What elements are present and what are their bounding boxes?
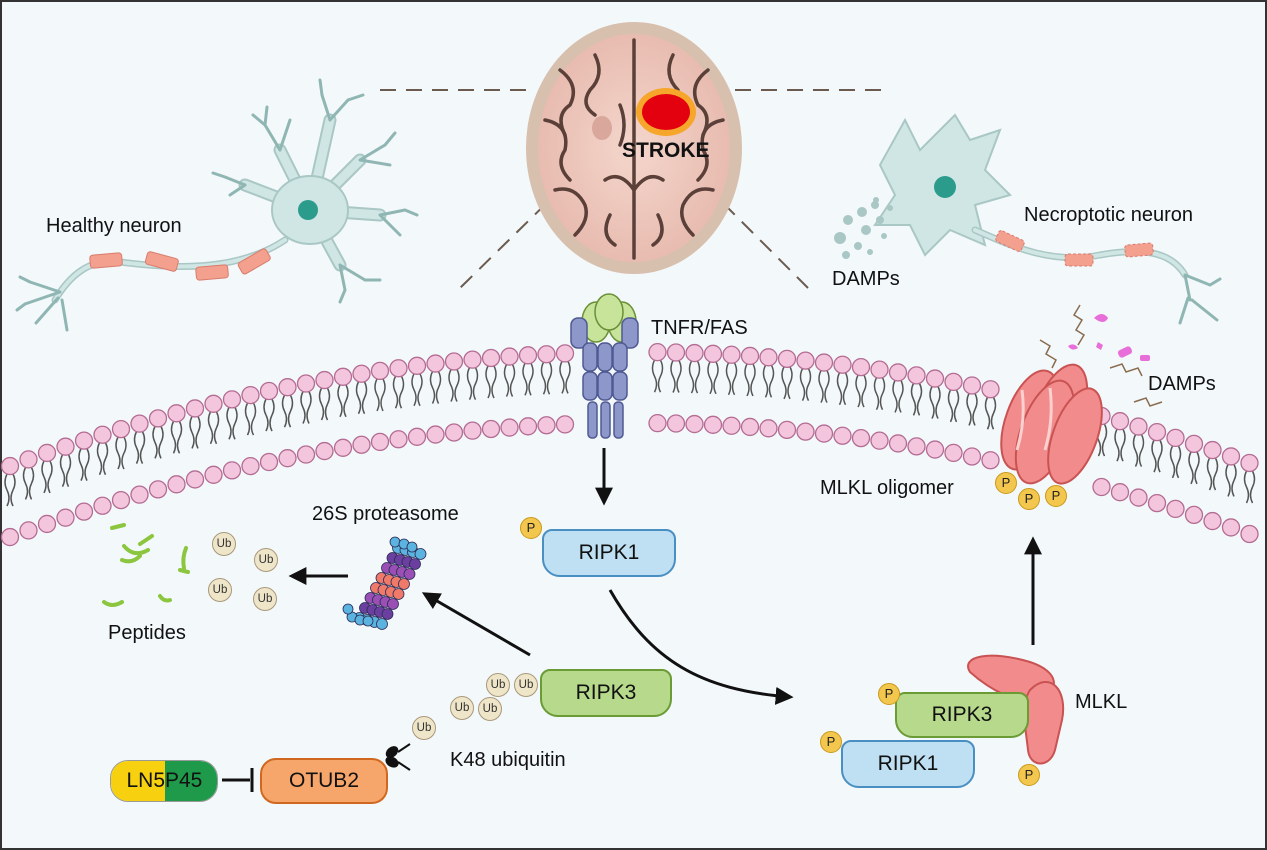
phospho-badge: P (520, 517, 542, 539)
arrow-ripk1-to-complex (608, 589, 794, 705)
ubiquitin-badge: Ub (478, 697, 502, 721)
phospho-badge: P (878, 683, 900, 705)
stroke-label: STROKE (622, 139, 710, 162)
tnfr-fas-receptor (570, 293, 639, 439)
pathway-arrows (222, 448, 1042, 792)
ubiquitin-badge: Ub (450, 696, 474, 720)
necroptotic-neuron-label: Necroptotic neuron (1024, 204, 1193, 226)
ubiquitin-badge: Ub (212, 532, 236, 556)
brain-illustration (526, 22, 742, 274)
p45-segment: P45 (165, 761, 217, 801)
ripk1-box: RIPK1 (542, 529, 676, 577)
ubiquitin-badge: Ub (253, 587, 277, 611)
ripk3-complex-box: RIPK3 (895, 692, 1029, 738)
released-damps (1039, 304, 1163, 407)
ln5-segment: LN5 (111, 761, 165, 801)
mlkl-oligomer-label: MLKL oligomer (820, 477, 954, 499)
phospho-badge: P (1045, 485, 1067, 507)
healthy-neuron-label: Healthy neuron (46, 215, 182, 237)
phospho-badge: P (1018, 488, 1040, 510)
peptides-label: Peptides (108, 622, 186, 644)
ubiquitin-badge: Ub (412, 716, 436, 740)
ripk3-ubiquitinated-box: RIPK3 (540, 669, 672, 717)
phospho-badge: P (1018, 764, 1040, 786)
phospho-badge: P (820, 731, 842, 753)
healthy-neuron-illustration (15, 78, 419, 332)
ubiquitin-badge: Ub (208, 578, 232, 602)
receptor-label: TNFR/FAS (651, 317, 748, 339)
damps-top-label: DAMPs (832, 268, 900, 290)
mlkl-protein (967, 654, 1065, 765)
necroptotic-neuron-illustration (834, 113, 1222, 325)
damps-particles (834, 197, 893, 259)
cell-membrane (0, 343, 1259, 547)
ubiquitin-badge: Ub (486, 673, 510, 697)
phospho-badge: P (995, 472, 1017, 494)
proteasome-26s (342, 536, 427, 630)
otub2-box: OTUB2 (260, 758, 388, 804)
ln5p45-box: LN5 P45 (110, 760, 218, 802)
ubiquitin-badge: Ub (254, 548, 278, 572)
ubiquitin-badge: Ub (514, 673, 538, 697)
ripk1-complex-box: RIPK1 (841, 740, 975, 788)
scissors-icon (385, 743, 411, 771)
peptide-fragments (102, 523, 190, 607)
k48-ubiquitin-label: K48 ubiquitin (450, 749, 566, 771)
proteasome-label: 26S proteasome (312, 503, 459, 525)
damps-right-label: DAMPs (1148, 373, 1216, 395)
mlkl-label: MLKL (1075, 691, 1128, 713)
mlkl-oligomer-pore (1000, 363, 1103, 485)
arrow-ubripk3-to-proteasome (421, 592, 531, 657)
